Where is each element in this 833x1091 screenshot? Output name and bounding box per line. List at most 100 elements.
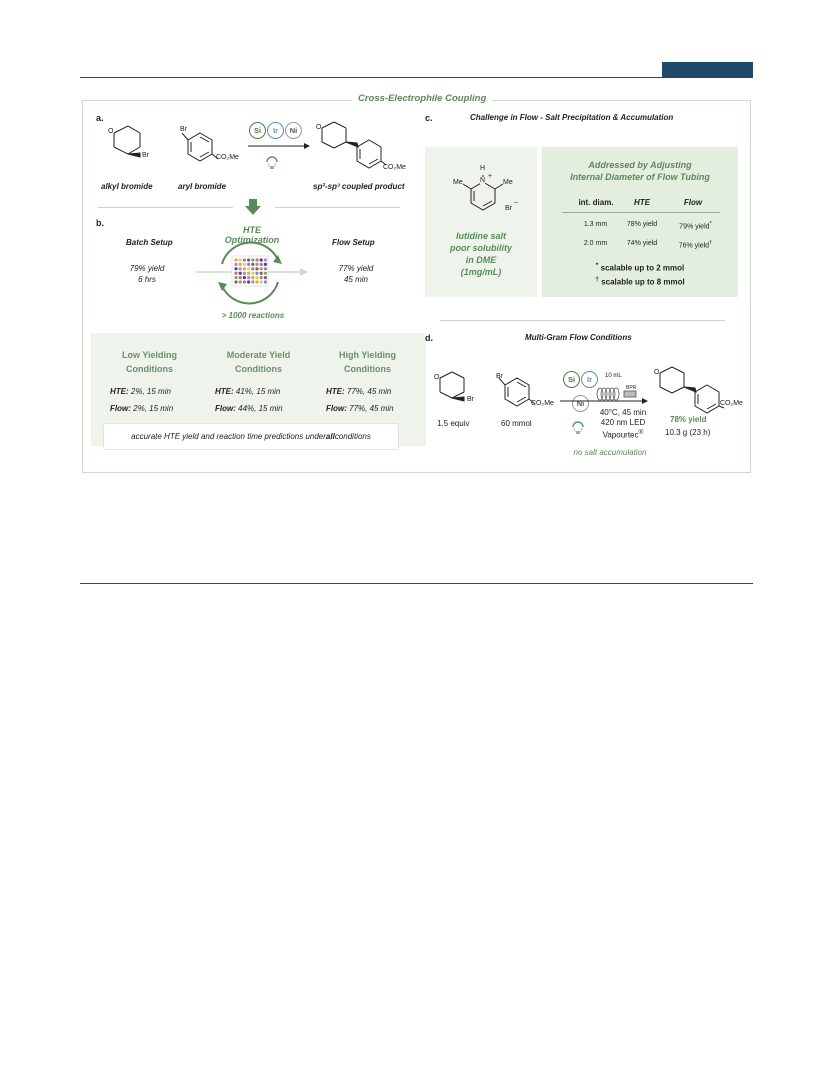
well-dot <box>251 262 255 266</box>
well-dot <box>242 262 246 266</box>
alkyl-br-label: Br <box>142 152 149 159</box>
well-dot <box>251 267 255 271</box>
well-dot <box>259 276 263 280</box>
well-dot <box>238 276 242 280</box>
well-dot <box>259 267 263 271</box>
well-dot <box>242 276 246 280</box>
d-si-catalyst-badge: Si <box>563 371 580 388</box>
salt-n-label: N <box>480 177 486 184</box>
well-dot <box>263 276 267 280</box>
well-dot <box>251 276 255 280</box>
panel-d-title: Multi-Gram Flow Conditions <box>525 333 632 342</box>
well-dot <box>263 271 267 275</box>
tubing-table-title: Addressed by Adjusting Internal Diameter… <box>570 160 710 182</box>
well-dot <box>242 267 246 271</box>
salt-h-label: H <box>480 165 486 172</box>
reaction-arrow <box>248 143 310 149</box>
light-bulb-icon <box>266 156 278 169</box>
flow-coil-arrow <box>560 387 648 404</box>
d-alkyl-br: Br <box>467 396 474 403</box>
d-alkyl-oxygen: O <box>434 374 440 381</box>
tubing-table-box <box>542 147 738 297</box>
d-aryl-bromide-structure <box>498 377 536 407</box>
alkyl-equiv: 1.5 equiv <box>437 419 470 428</box>
footnote-2: † scalable up to 8 mmol <box>595 276 685 287</box>
well-dot <box>247 267 251 271</box>
well-dot <box>238 271 242 275</box>
well-dot <box>263 267 267 271</box>
well-dot <box>255 262 259 266</box>
header-rule <box>80 77 753 78</box>
salt-minus-label: − <box>514 200 519 207</box>
well-dot <box>234 267 238 271</box>
well-dot <box>251 280 255 284</box>
row2-flow: 76% yield† <box>678 240 713 250</box>
row1-diam: 1.3 mm <box>583 221 608 228</box>
well-dot <box>255 276 259 280</box>
well-dot <box>242 271 246 275</box>
panel-b-label: b. <box>96 218 104 228</box>
header-flow: Flow <box>683 198 703 207</box>
well-dot <box>251 271 255 275</box>
d-product-ester: CO₂Me <box>720 400 743 407</box>
header-hte: HTE <box>634 198 650 207</box>
ni-catalyst-badge: Ni <box>285 122 302 139</box>
row2-diam: 2.0 mm <box>583 240 608 247</box>
aryl-ester-label: CO₂Me <box>216 154 239 161</box>
panel-a-label: a. <box>96 113 104 123</box>
well-dot <box>263 262 267 266</box>
batch-yield: 79% yield <box>129 264 165 273</box>
high-flow-row: Flow: 77%, 45 min <box>326 404 394 413</box>
well-dot <box>263 280 267 284</box>
well-dot <box>238 267 242 271</box>
alkyl-bromide-structure <box>113 125 141 158</box>
well-dot <box>234 271 238 275</box>
well-dot <box>255 267 259 271</box>
reactor-volume: 10 mL <box>605 373 622 379</box>
salt-box <box>425 147 537 297</box>
ir-catalyst-badge: Ir <box>267 122 284 139</box>
well-dot <box>255 271 259 275</box>
well-dot <box>238 280 242 284</box>
coupled-product-structure <box>321 121 387 169</box>
header-int-diam: int. diam. <box>578 198 614 207</box>
footer-rule <box>80 583 753 584</box>
panel-d-label: d. <box>425 333 433 343</box>
d-product-oxygen: O <box>654 369 660 376</box>
row2-hte: 74% yield <box>626 240 658 247</box>
alkyl-bromide-caption: alkyl bromide <box>101 182 153 191</box>
panel-c-title: Challenge in Flow - Salt Precipitation &… <box>470 113 674 122</box>
salt-br-label: Br <box>505 205 512 212</box>
well-dot <box>238 262 242 266</box>
separator-c-d <box>440 320 725 321</box>
moderate-hte-row: HTE: 41%, 15 min <box>215 387 281 396</box>
well-dot <box>251 258 255 262</box>
aryl-br-label: Br <box>180 126 187 133</box>
panel-c-label: c. <box>425 113 433 123</box>
well-dot <box>234 262 238 266</box>
well-dot <box>234 276 238 280</box>
low-hte-row: HTE: 2%, 15 min <box>110 387 171 396</box>
moderate-flow-row: Flow: 44%, 15 min <box>215 404 283 413</box>
well-plate <box>234 258 267 284</box>
batch-setup-title: Batch Setup <box>126 238 173 247</box>
table-header-rule <box>562 212 720 213</box>
salt-plus-label: + <box>488 173 493 180</box>
well-dot <box>247 276 251 280</box>
well-dot <box>247 271 251 275</box>
reaction-count: > 1000 reactions <box>221 311 285 320</box>
separator-left <box>98 207 233 208</box>
figure-title: Cross-Electrophile Coupling <box>352 93 493 104</box>
well-dot <box>247 280 251 284</box>
flow-yield: 77% yield <box>338 264 374 273</box>
alkyl-oxygen-label: O <box>108 128 114 135</box>
header-bar <box>662 62 753 78</box>
high-hte-row: HTE: 77%, 45 min <box>326 387 392 396</box>
row1-hte: 78% yield <box>626 221 658 228</box>
well-dot <box>259 262 263 266</box>
well-dot <box>242 258 246 262</box>
product-ester-label: CO₂Me <box>383 164 406 171</box>
salt-caption: lutidine salt poor solubility in DME (1m… <box>450 231 512 277</box>
